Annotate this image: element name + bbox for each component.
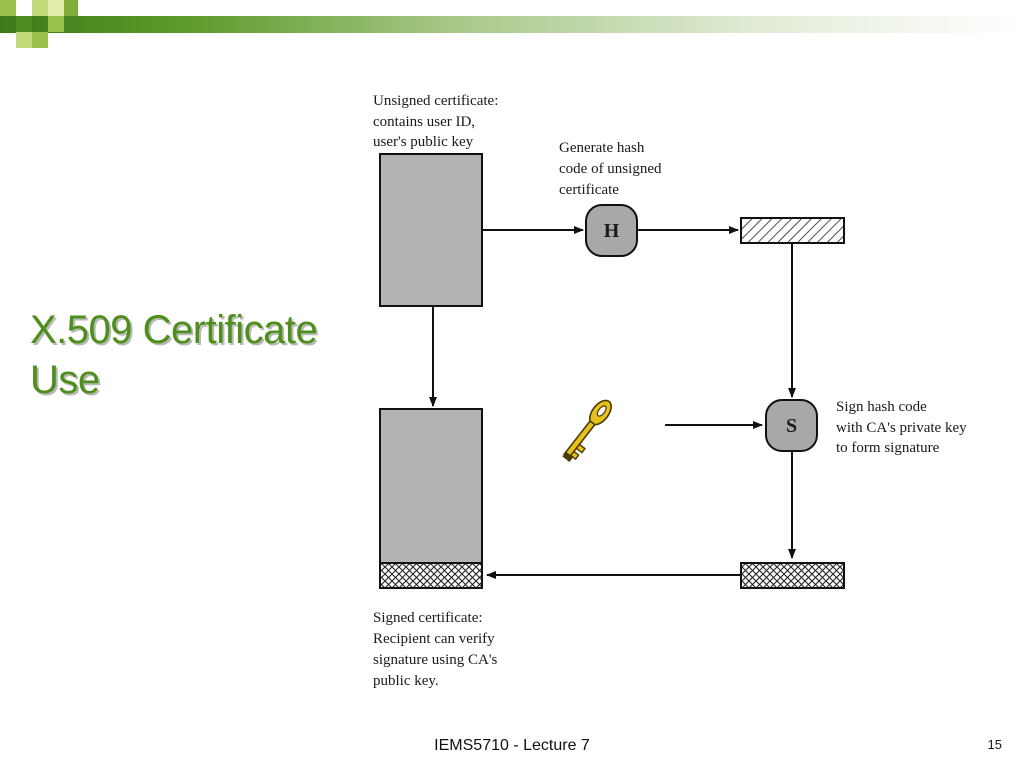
hash-function-node-label: H <box>604 220 620 242</box>
signed-certificate-signature <box>379 562 483 589</box>
sign-function-node-label: S <box>786 415 797 437</box>
header-gradient-band <box>0 0 1024 48</box>
header-gradient-bar <box>0 16 1024 33</box>
unsigned-certificate-box <box>379 153 483 307</box>
hash-generation-label: Generate hash code of unsigned certifica… <box>559 140 665 198</box>
key-icon <box>562 399 612 462</box>
slide-title: X.509 Certificate Use <box>30 305 370 405</box>
signed-certificate-label: Signed certificate: Recipient can verify… <box>373 610 501 689</box>
footer-course-label: IEMS5710 - Lecture 7 <box>434 737 590 754</box>
signature-block <box>740 562 845 589</box>
slide-title-line-2: Use <box>30 358 100 402</box>
page-number: 15 <box>987 737 1002 752</box>
header-checker-squares <box>0 0 78 48</box>
signed-certificate-box <box>379 408 483 564</box>
sign-hash-label: Sign hash code with CA's private key to … <box>836 399 970 456</box>
unsigned-certificate-label: Unsigned certificate: contains user ID, … <box>373 93 502 150</box>
slide-title-line-1: X.509 Certificate <box>30 308 318 352</box>
hash-code-block <box>740 217 845 244</box>
